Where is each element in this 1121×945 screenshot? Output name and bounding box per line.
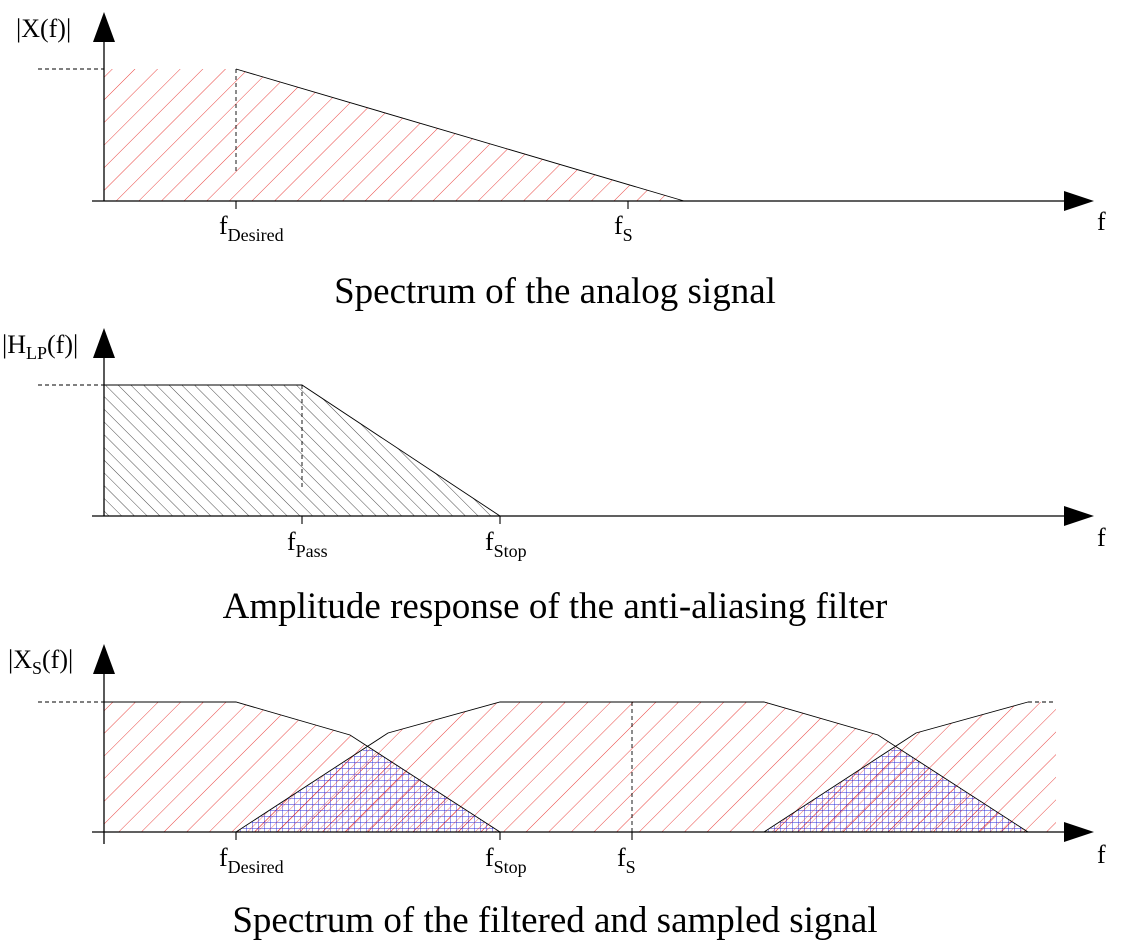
tick-label-f-s: fS xyxy=(617,843,636,877)
analog-spectrum-area xyxy=(104,69,684,201)
y-axis-label: |X(f)| xyxy=(16,14,71,43)
caption: Amplitude response of the anti-aliasing … xyxy=(223,586,888,627)
tick-label-f-desired: fDesired xyxy=(219,211,284,245)
y-axis-arrow xyxy=(93,644,115,674)
x-axis-arrow xyxy=(1064,191,1094,211)
tick-label-f-pass: fPass xyxy=(287,527,328,561)
x-axis-label: f xyxy=(1097,840,1106,869)
tick-label-f-stop: fStop xyxy=(485,527,527,561)
tick-label-f-desired: fDesired xyxy=(219,843,284,877)
y-axis-label: |HLP(f)| xyxy=(2,330,78,363)
y-axis-arrow xyxy=(93,328,115,358)
y-axis-label: |XS(f)| xyxy=(8,645,73,678)
baseband-outline xyxy=(104,701,501,833)
caption: Spectrum of the analog signal xyxy=(334,271,776,312)
x-axis-label: f xyxy=(1097,207,1106,236)
analog-spectrum-rolloff xyxy=(235,68,685,202)
x-axis-arrow xyxy=(1064,822,1094,842)
caption: Spectrum of the filtered and sampled sig… xyxy=(232,900,877,941)
tick-label-f-s: fS xyxy=(614,211,633,245)
x-axis-label: f xyxy=(1097,523,1106,552)
x-axis-arrow xyxy=(1064,506,1094,526)
panel-analog-spectrum: |X(f)| f fDesired fS Spectrum of the ana… xyxy=(16,12,1106,312)
panel-sampled-spectrum: |XS(f)| f fDesired fStop fS Spectrum of … xyxy=(8,644,1106,941)
second-image-outline xyxy=(763,701,1029,833)
panel-filter-response: |HLP(f)| f fPass fStop Amplitude respons… xyxy=(2,328,1106,627)
tick-label-f-stop: fStop xyxy=(485,843,527,877)
y-axis-arrow xyxy=(93,12,115,42)
